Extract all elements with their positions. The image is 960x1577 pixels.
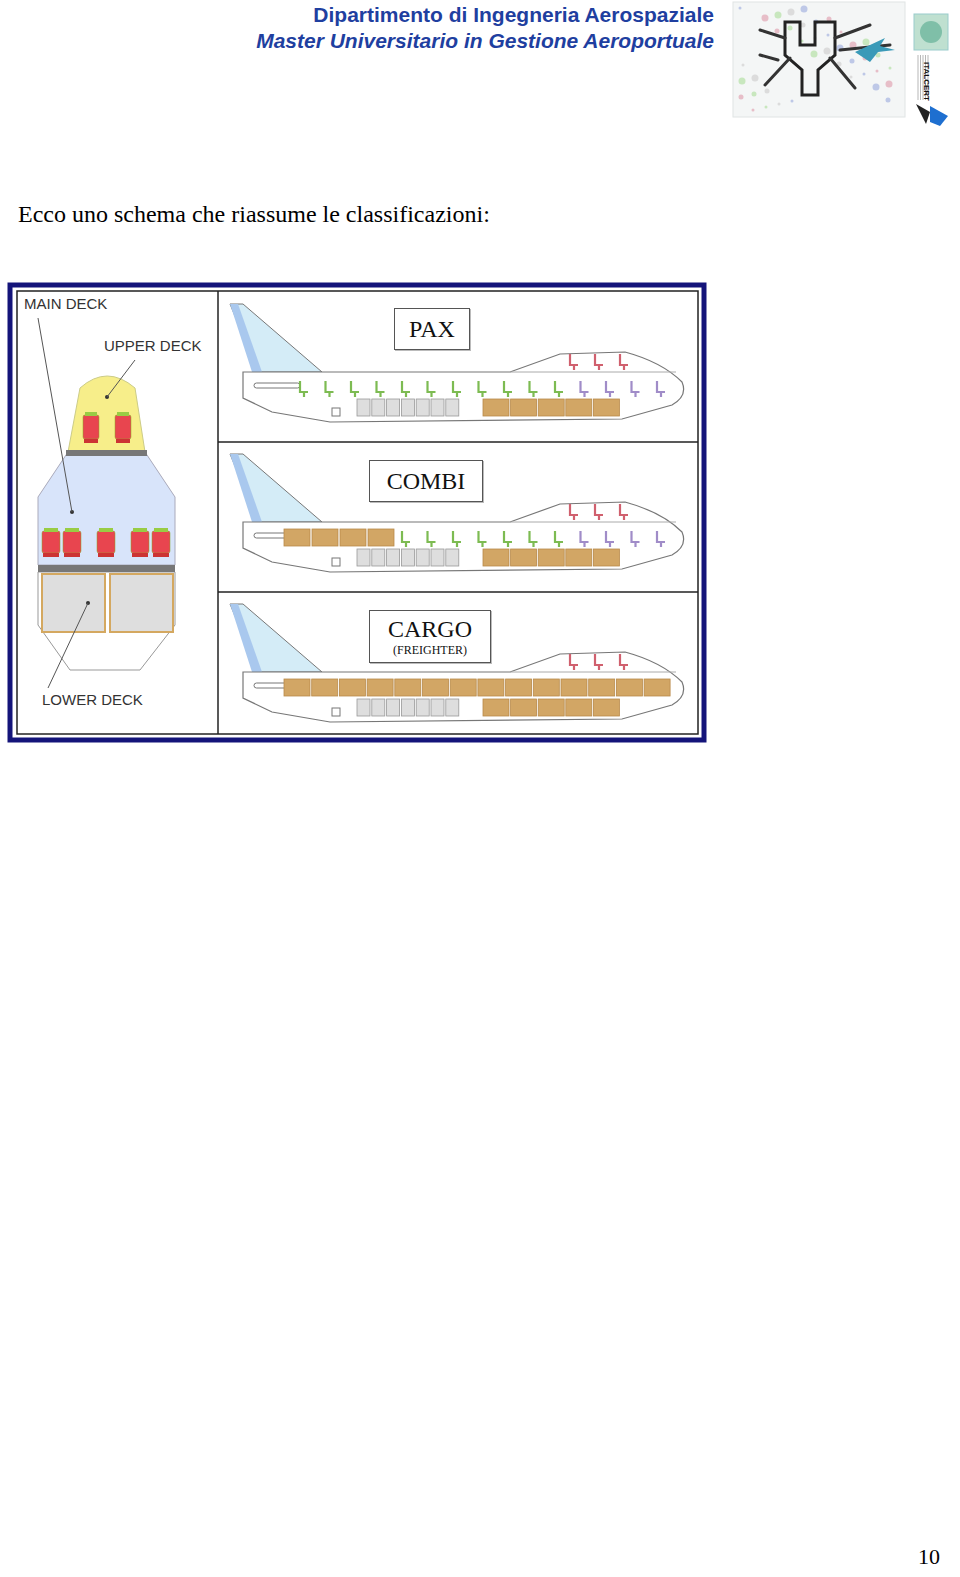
master-heading: Master Universitario in Gestione Aeropor…: [256, 29, 714, 53]
page-number: 10: [918, 1544, 940, 1570]
category-name: PAX: [409, 316, 455, 342]
figure: [10, 285, 704, 740]
deck-label: LOWER DECK: [42, 691, 143, 708]
category-box: CARGO(FREIGHTER): [369, 610, 491, 663]
deck-label: MAIN DECK: [24, 295, 107, 312]
fuselage-section: [38, 318, 175, 688]
deck-label: UPPER DECK: [104, 337, 202, 354]
category-box: COMBI: [369, 460, 483, 502]
aircraft-side-view: [230, 304, 684, 422]
italcert-logo: [914, 14, 948, 126]
category-name: CARGO: [388, 616, 472, 642]
category-name: COMBI: [387, 468, 466, 494]
airport-logo: [733, 2, 905, 117]
intro-text: Ecco uno schema che riassume le classifi…: [18, 201, 490, 228]
category-box: PAX: [394, 308, 470, 350]
aircraft-side-view: [230, 454, 684, 572]
department-heading: Dipartimento di Ingegneria Aerospaziale: [313, 3, 714, 27]
logo-text: ITALCERT: [922, 62, 931, 101]
category-note: (FREIGHTER): [393, 643, 467, 657]
aircraft-side-view: [230, 604, 684, 722]
